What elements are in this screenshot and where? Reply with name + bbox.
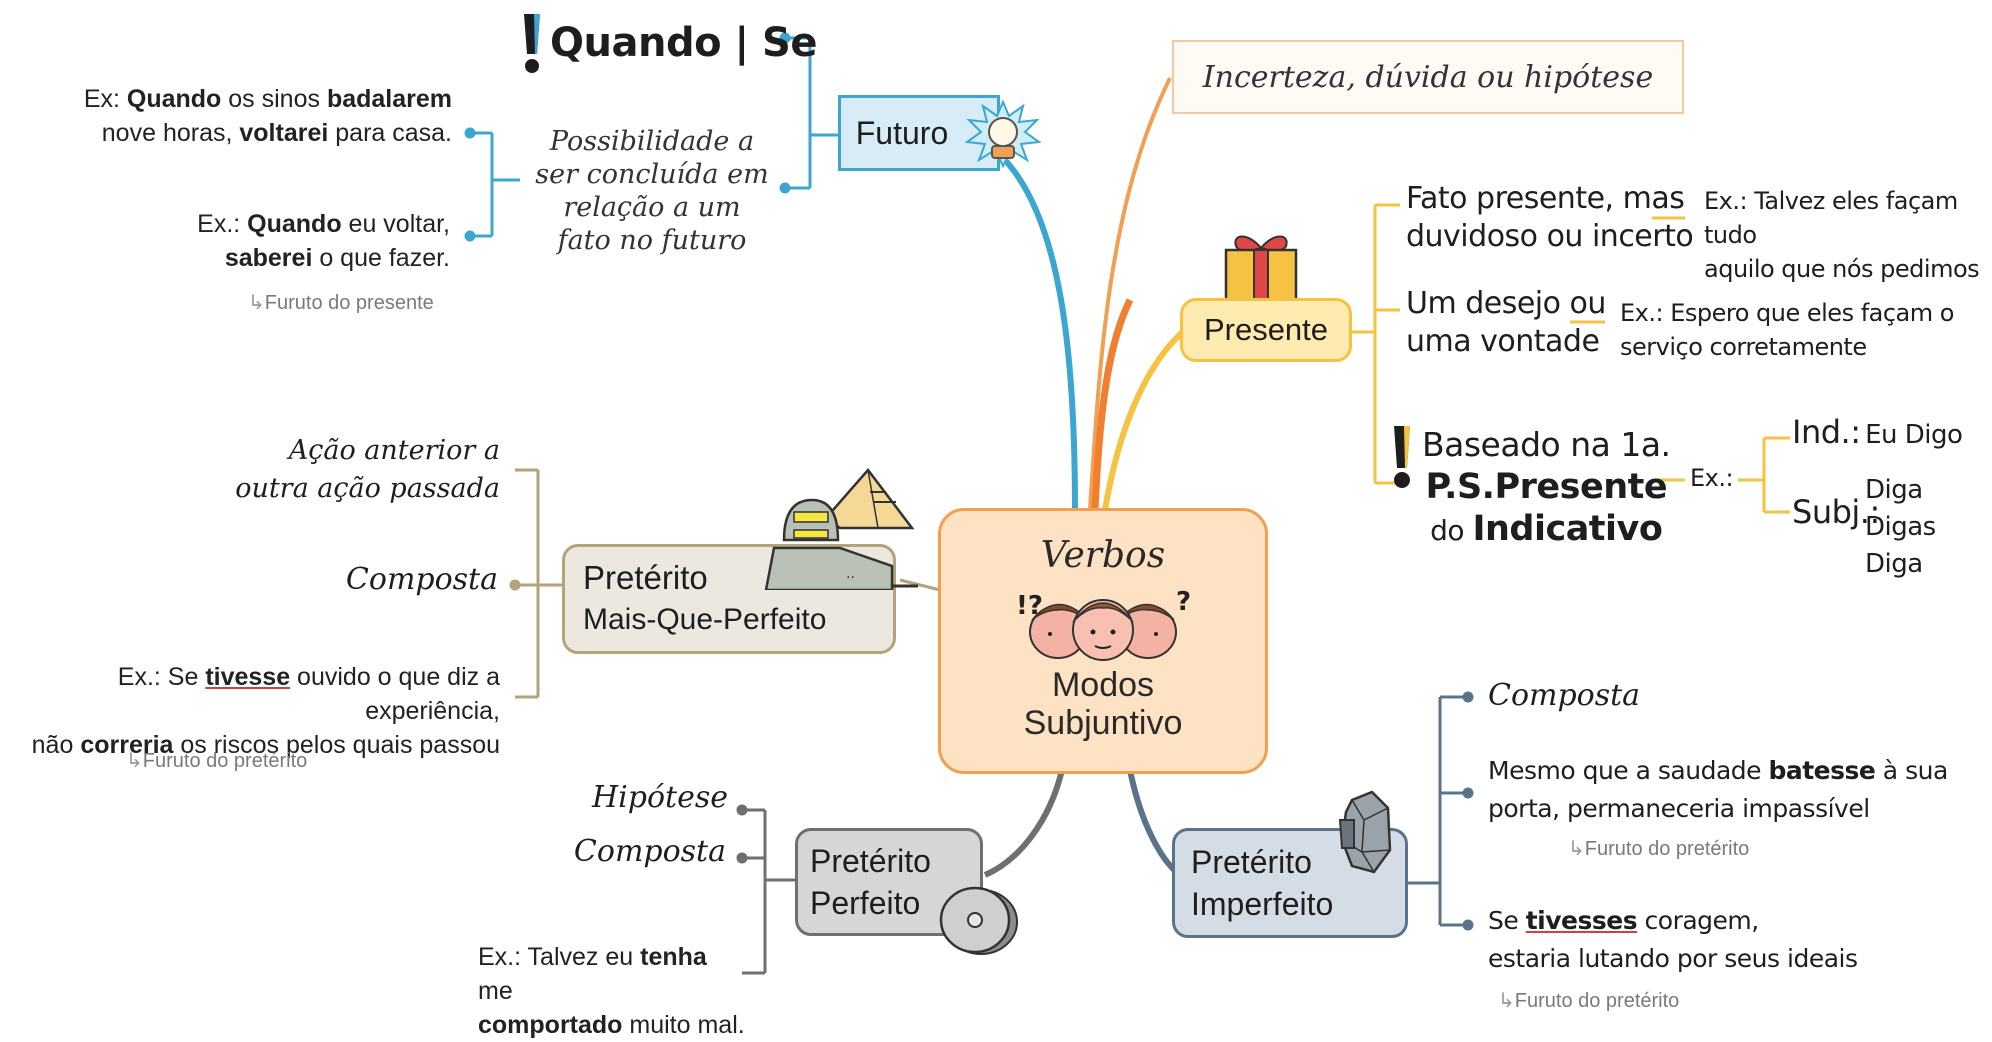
presente-node[interactable]: Presente <box>1180 298 1352 362</box>
crystal-rock-icon <box>1338 790 1392 874</box>
futuro-label: Futuro <box>855 114 949 151</box>
presente-label: Presente <box>1203 312 1329 347</box>
imperfeito-note-1: ↳Furuto do pretérito <box>1568 838 1750 860</box>
branch-mais <box>899 578 941 592</box>
incerteza-box: Incerteza, dúvida ou hipótese <box>1172 40 1684 114</box>
branch-presente <box>1102 327 1187 511</box>
futuro-node[interactable]: Futuro <box>838 95 1000 171</box>
branch-perfeito <box>983 769 1065 878</box>
crystal-ball-icon <box>965 100 1041 169</box>
imperfeito-example-1: Mesmo que a saudade batesse à sua porta,… <box>1488 756 1948 823</box>
presente-item-3: Baseado na 1a. P.S.Presente do Indicativ… <box>1422 425 1671 549</box>
perfeito-label-2: Perfeito <box>810 885 921 921</box>
imperfeito-label-2: Imperfeito <box>1191 886 1334 922</box>
indicativo-row: Ind.: Eu Digo <box>1792 413 1963 451</box>
mais-item-2: Composta <box>345 562 498 597</box>
branch-incerteza <box>1088 77 1172 511</box>
subjuntivo-values: Diga Digas Diga <box>1865 475 1936 579</box>
subjuntivo-label: Subj.: <box>1792 493 1880 531</box>
imperfeito-item-1: Composta <box>1488 678 1641 713</box>
center-title: Verbos <box>1040 534 1166 576</box>
imperfeito-note-2: ↳Furuto do pretérito <box>1498 990 1680 1012</box>
svg-text:?: ? <box>1176 587 1191 617</box>
confused-faces-icon: !? ? ! <box>1016 587 1191 661</box>
sphinx-pyramid-icon: .. <box>764 468 918 590</box>
mais-label-1: Pretérito <box>583 559 708 596</box>
connectors <box>464 32 1790 975</box>
exclamation-icon <box>524 14 540 73</box>
futuro-heading-text: Quando | Se <box>550 20 817 66</box>
mais-example: Ex.: Se tivesse ouvido o que diz a exper… <box>31 663 500 759</box>
imperfeito-example-2: Se tivesses coragem, estaria lutando por… <box>1488 906 1858 973</box>
mais-note: ↳Furuto do pretérito <box>126 750 308 772</box>
mais-label-2: Mais-Que-Perfeito <box>583 603 827 636</box>
perfeito-node[interactable]: Pretérito Perfeito <box>795 828 983 936</box>
perfeito-label-1: Pretérito <box>810 843 931 879</box>
futuro-heading: Quando | Se <box>520 12 817 74</box>
gift-icon <box>1224 235 1298 302</box>
perfeito-item-1: Hipótese <box>592 780 728 815</box>
exclamation-icon-presente <box>1394 426 1410 488</box>
branch-orange <box>1091 298 1134 511</box>
futuro-example-2: Ex.: Quando eu voltar, saberei o que faz… <box>197 210 450 272</box>
center-node[interactable]: Verbos !? ? ! Modos Subjuntivo <box>938 508 1268 774</box>
perfeito-item-2: Composta <box>573 834 726 869</box>
center-line2: Subjuntivo <box>1023 703 1183 742</box>
futuro-note: ↳Furuto do presente <box>248 292 434 314</box>
futuro-example-1: Ex: Quando os sinos badalarem nove horas… <box>83 85 452 147</box>
mind-map: Verbos !? ? ! Modos Subjuntivo Quando | … <box>31 12 1980 1039</box>
branch-futuro <box>1002 157 1078 513</box>
perfeito-example: Ex.: Talvez eu tenha me comportado muito… <box>478 943 745 1039</box>
center-line1: Modos <box>1051 665 1155 704</box>
futuro-desc: Possibilidade a ser concluída em relação… <box>535 126 769 256</box>
presente-item-3-ex: Ex.: <box>1690 464 1734 492</box>
imperfeito-label-1: Pretérito <box>1191 844 1312 880</box>
stone-wheel-icon <box>939 886 1018 955</box>
svg-text:..: .. <box>846 566 855 582</box>
